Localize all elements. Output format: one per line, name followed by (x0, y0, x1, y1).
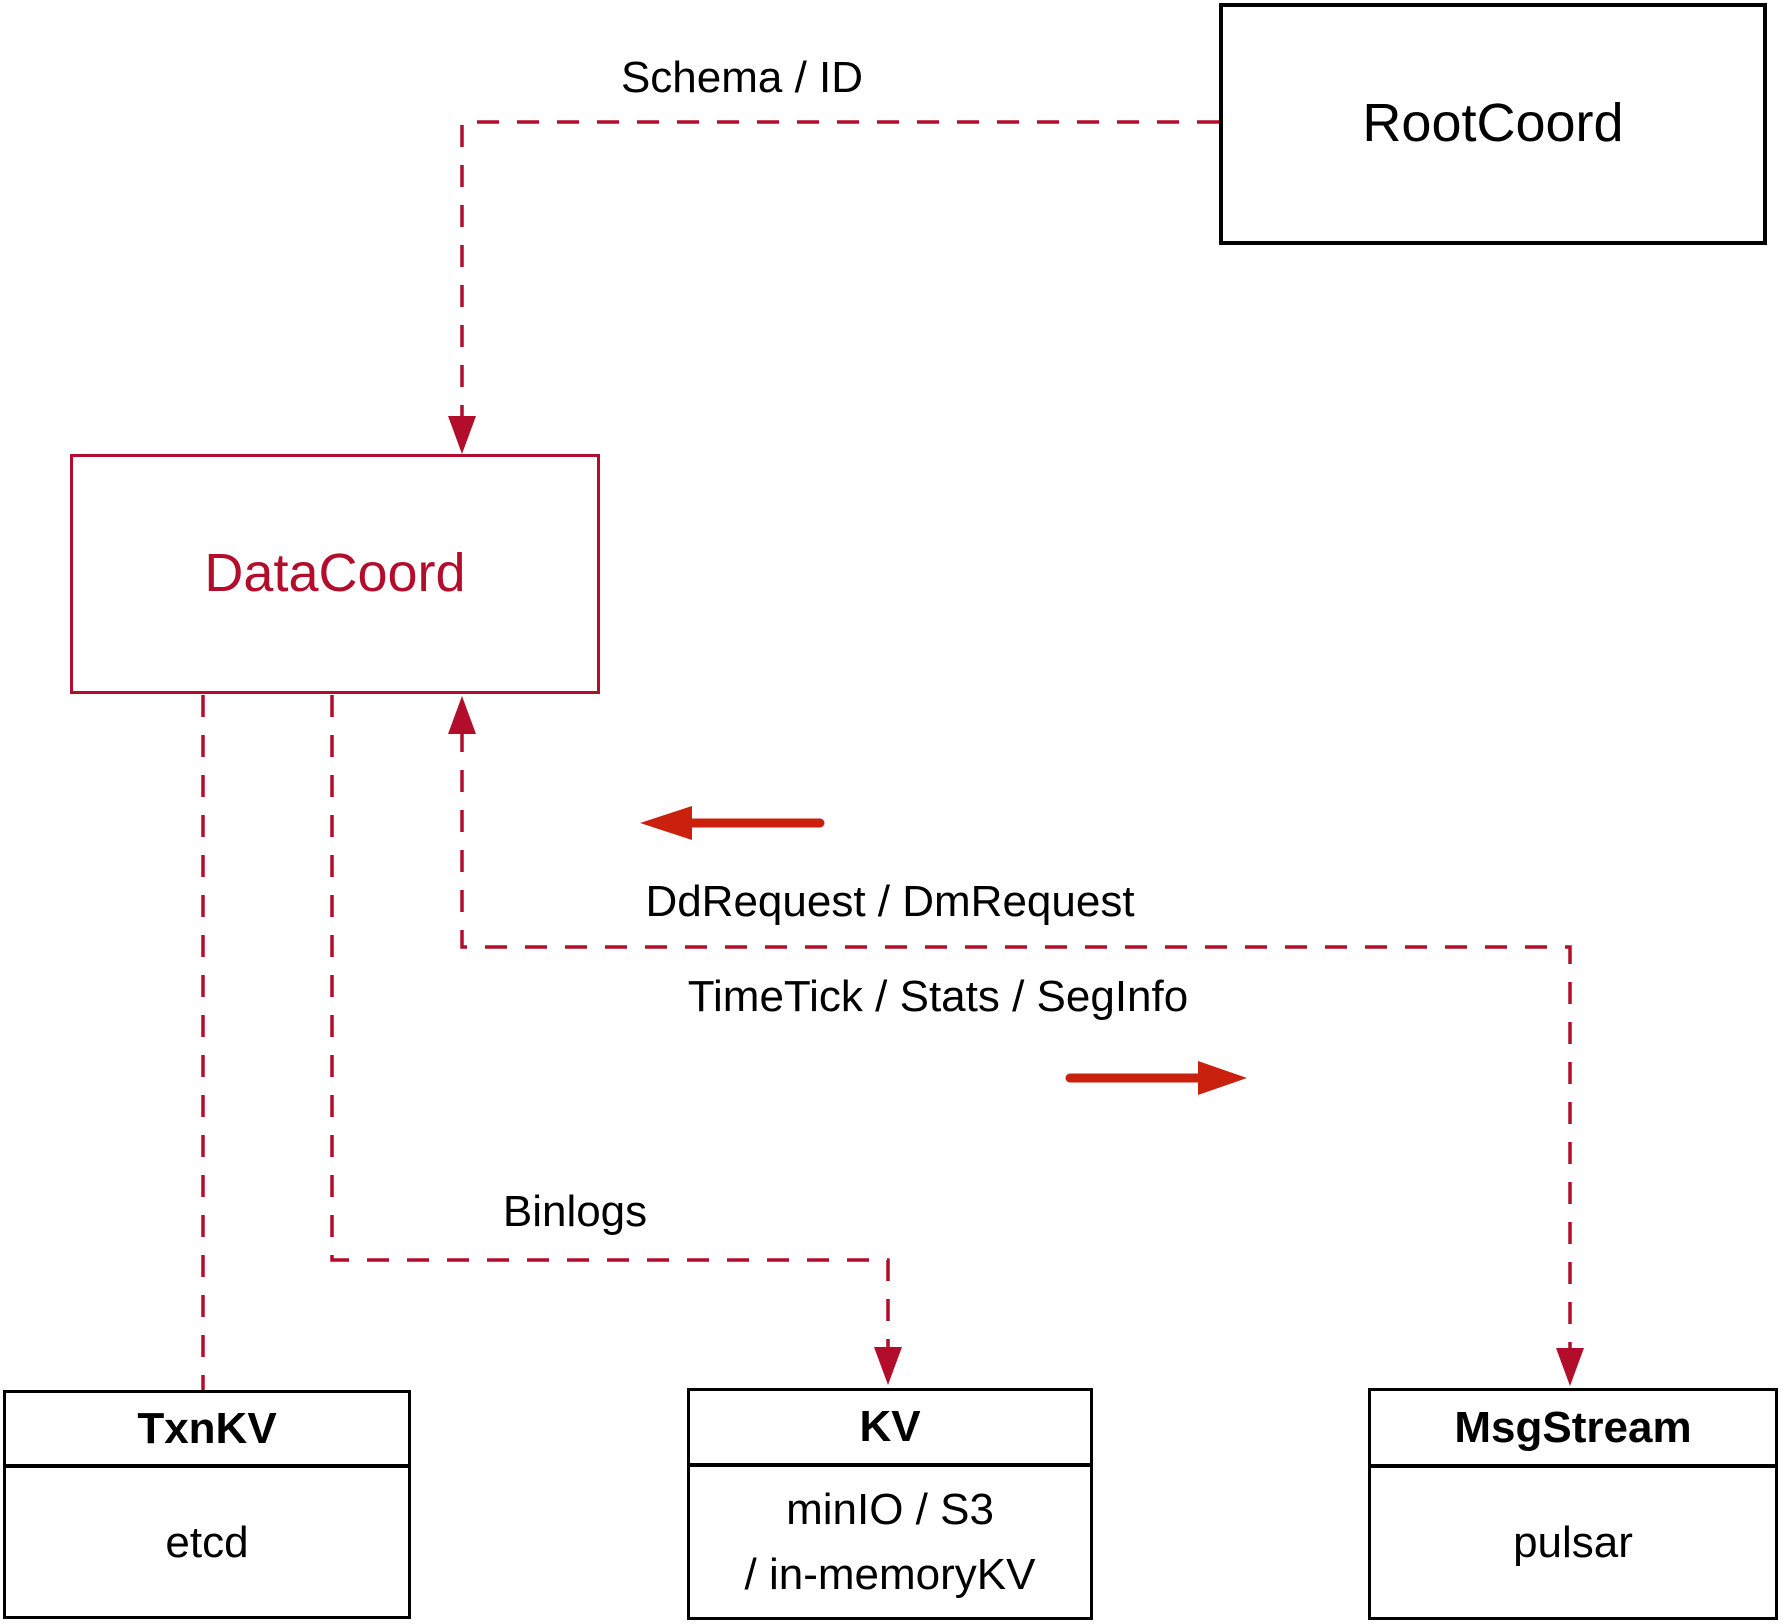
node-kv-title: KV (690, 1391, 1090, 1467)
arrowhead-into-datacoord-top (448, 416, 476, 454)
edge-datacoord-msgstream (460, 730, 1572, 1348)
node-kv-body-line1: minIO / S3 (786, 1485, 994, 1534)
edge-binlogs (330, 695, 890, 1352)
node-msgstream: MsgStream pulsar (1368, 1388, 1778, 1620)
right-direction-arrow-head-icon (1198, 1061, 1247, 1095)
edge-label-dd-request: DdRequest / DmRequest (645, 877, 1135, 926)
edge-label-schema-id: Schema / ID (620, 53, 864, 102)
left-direction-arrow-head-icon (640, 806, 692, 840)
edge-schema-id (460, 120, 1219, 420)
edge-label-time-tick: TimeTick / Stats / SegInfo (687, 972, 1189, 1021)
node-msgstream-title: MsgStream (1371, 1391, 1775, 1468)
arrowhead-into-msgstream-top (1556, 1348, 1584, 1386)
node-datacoord: DataCoord (70, 454, 600, 694)
node-txnkv: TxnKV etcd (3, 1390, 411, 1619)
node-rootcoord: RootCoord (1219, 3, 1767, 245)
node-kv-body-line2: / in-memoryKV (744, 1550, 1036, 1599)
arrowhead-into-datacoord-bottom (448, 696, 476, 734)
node-txnkv-title: TxnKV (6, 1393, 408, 1468)
node-msgstream-body: pulsar (1513, 1518, 1633, 1567)
arrowhead-into-kv-top (874, 1347, 902, 1385)
node-kv: KV minIO / S3 / in-memoryKV (687, 1388, 1093, 1620)
node-datacoord-label: DataCoord (204, 543, 466, 604)
node-txnkv-body: etcd (165, 1517, 249, 1567)
node-rootcoord-label: RootCoord (1362, 93, 1624, 154)
node-kv-body: minIO / S3 / in-memoryKV (690, 1467, 1090, 1617)
edge-label-binlogs: Binlogs (502, 1187, 648, 1236)
